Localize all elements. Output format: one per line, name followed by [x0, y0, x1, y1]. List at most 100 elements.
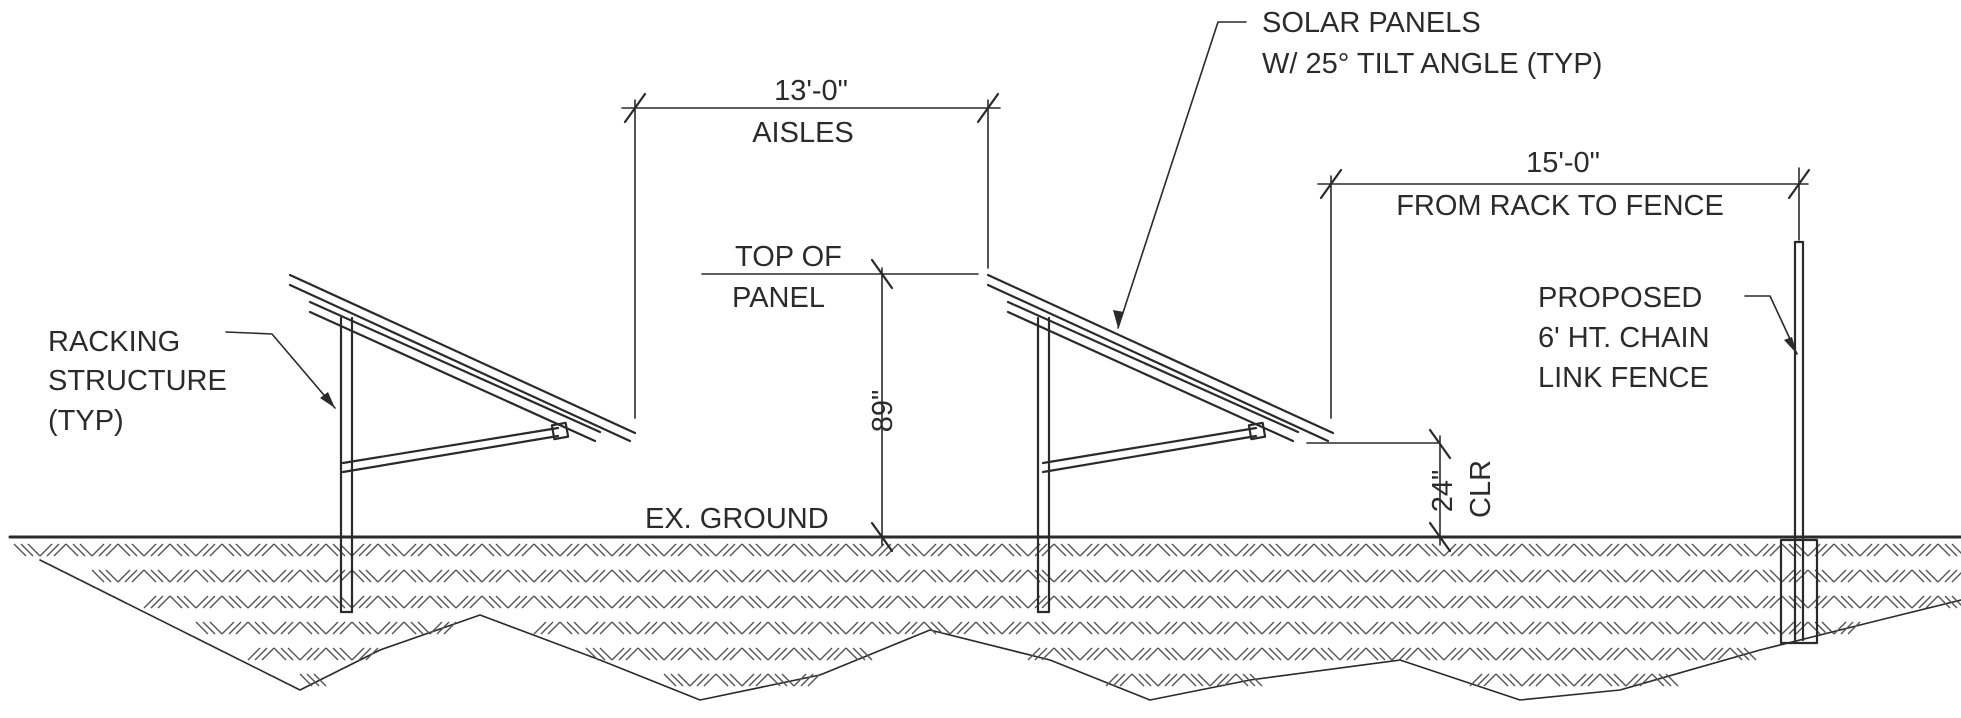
hatch-stroke	[722, 569, 736, 583]
hatch-stroke	[1086, 543, 1100, 557]
hatch-stroke	[1561, 595, 1575, 609]
hatch-stroke	[1294, 621, 1308, 635]
hatch-stroke	[755, 647, 769, 661]
hatch-stroke	[1691, 595, 1705, 609]
hatch-stroke	[254, 621, 268, 635]
dimension-aisles: 13'-0" AISLES	[621, 75, 1001, 419]
hatch-stroke	[1190, 673, 1204, 687]
hatch-stroke	[325, 621, 339, 635]
hatch-stroke	[1372, 543, 1386, 557]
hatch-stroke	[1060, 569, 1074, 583]
hatch-stroke	[1587, 543, 1601, 557]
hatch-stroke	[1346, 543, 1360, 557]
hatch-stroke	[247, 569, 261, 583]
hatch-stroke	[819, 647, 833, 661]
hatch-stroke	[1632, 595, 1646, 609]
hatch-stroke	[1405, 595, 1419, 609]
hatch-stroke	[1197, 569, 1211, 583]
hatch-stroke	[1365, 543, 1379, 557]
hatch-stroke	[1483, 569, 1497, 583]
hatch-stroke	[644, 569, 658, 583]
hatch-stroke	[599, 543, 613, 557]
hatch-stroke	[956, 543, 970, 557]
hatch-stroke	[696, 569, 710, 583]
hatch-stroke	[1223, 647, 1237, 661]
hatch-stroke	[391, 569, 405, 583]
hatch-stroke	[1625, 595, 1639, 609]
hatch-stroke	[1041, 621, 1055, 635]
hatch-stroke	[774, 647, 788, 661]
hatch-stroke	[1710, 621, 1724, 635]
hatch-stroke	[1417, 647, 1431, 661]
hatch-stroke	[273, 595, 287, 609]
racking-label-line1: RACKING	[48, 326, 180, 358]
hatch-stroke	[696, 647, 710, 661]
hatch-stroke	[670, 543, 684, 557]
hatch-stroke	[663, 569, 677, 583]
hatch-stroke	[1086, 569, 1100, 583]
hatch-stroke	[611, 621, 625, 635]
hatch-stroke	[1119, 647, 1133, 661]
hatch-stroke	[1925, 543, 1939, 557]
hatch-stroke	[1547, 621, 1561, 635]
hatch-stroke	[1183, 595, 1197, 609]
hatch-stroke	[885, 621, 899, 635]
hatch-stroke	[1145, 569, 1159, 583]
hatch-stroke	[1119, 569, 1133, 583]
hatch-stroke	[722, 595, 736, 609]
hatch-stroke	[1131, 673, 1145, 687]
hatch-stroke	[1665, 569, 1679, 583]
hatch-stroke	[1209, 543, 1223, 557]
hatch-stroke	[644, 595, 658, 609]
hatch-stroke	[377, 621, 391, 635]
hatch-stroke	[202, 543, 216, 557]
hatch-stroke	[1821, 595, 1835, 609]
hatch-stroke	[273, 543, 287, 557]
hatch-stroke	[1710, 595, 1724, 609]
hatch-stroke	[1476, 543, 1490, 557]
hatch-stroke	[287, 569, 301, 583]
hatch-stroke	[559, 621, 573, 635]
hatch-stroke	[1528, 543, 1542, 557]
hatch-stroke	[1450, 569, 1464, 583]
hatch-stroke	[559, 569, 573, 583]
hatch-stroke	[443, 543, 457, 557]
hatch-stroke	[729, 595, 743, 609]
hatch-stroke	[1606, 569, 1620, 583]
hatch-stroke	[611, 569, 625, 583]
hatch-stroke	[1157, 543, 1171, 557]
hatch-stroke	[833, 543, 847, 557]
hatch-stroke	[923, 543, 937, 557]
hatch-stroke	[403, 595, 417, 609]
hatch-stroke	[1015, 621, 1029, 635]
hatch-stroke	[618, 621, 632, 635]
hatch-stroke	[722, 673, 736, 687]
hatch-stroke	[183, 595, 197, 609]
hatch-stroke	[1391, 647, 1405, 661]
hatch-stroke	[1138, 569, 1152, 583]
hatch-stroke	[781, 569, 795, 583]
hatch-stroke	[937, 595, 951, 609]
hatch-stroke	[1639, 673, 1653, 687]
hatch-stroke	[741, 543, 755, 557]
hatch-stroke	[677, 595, 691, 609]
hatch-stroke	[1327, 569, 1341, 583]
hatch-stroke	[365, 569, 379, 583]
hatch-stroke	[131, 569, 145, 583]
hatch-stroke	[1067, 543, 1081, 557]
hatch-stroke	[235, 595, 249, 609]
hatch-stroke	[833, 647, 847, 661]
hatch-stroke	[651, 543, 665, 557]
hatch-stroke	[703, 673, 717, 687]
callout-ground: EX. GROUND	[645, 503, 829, 535]
hatch-stroke	[306, 647, 320, 661]
hatch-stroke	[1677, 543, 1691, 557]
hatch-stroke	[852, 647, 866, 661]
hatch-stroke	[540, 595, 554, 609]
hatch-stroke	[1521, 673, 1535, 687]
hatch-stroke	[521, 569, 535, 583]
hatch-stroke	[1060, 621, 1074, 635]
hatch-stroke	[1183, 569, 1197, 583]
hatch-stroke	[235, 569, 249, 583]
hatch-stroke	[339, 621, 353, 635]
